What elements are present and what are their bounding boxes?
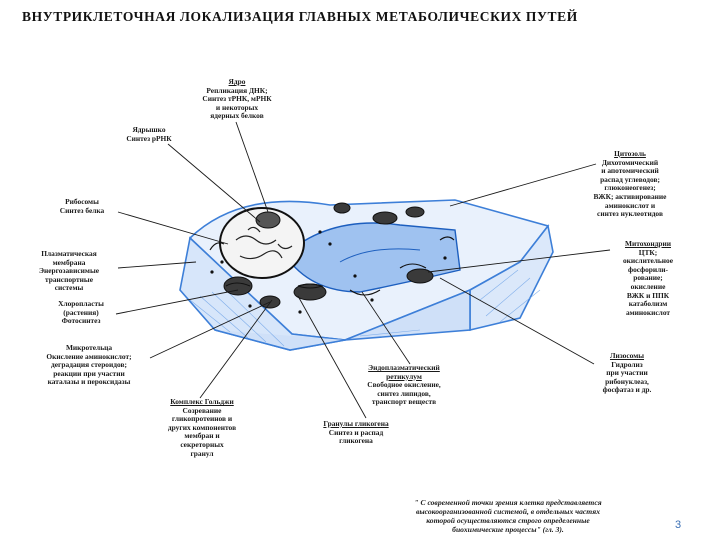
label-nucleolus: Ядрышко Синтез рРНК [112,125,186,143]
label-cytosol: Цитозоль Дихотомический и апотомический … [572,149,688,219]
organelles [223,202,434,309]
leader-microbodies [149,301,271,359]
label-golgi-line: других компонентов [167,422,237,432]
label-mitochondria-line: катаболизм [628,299,668,309]
cell-bottom-face [214,288,471,351]
chromatin [235,226,293,260]
label-golgi-title: Комплекс Гольджи [170,397,234,406]
label-cytosol-line: и апотомический [601,166,659,176]
label-chloroplasts-line: Фотосинтез [61,316,101,326]
label-chloroplasts-title: Хлоропласты [58,299,104,308]
label-nucleus-line: Синтез тРНК, мРНК [202,94,272,104]
label-golgi-line: секреторных [180,439,224,449]
label-microbodies-line: каталазы и пероксидазы [47,377,131,387]
label-cytosol-line: синтез нуклеотидов [597,209,663,219]
label-lysosomes-line: Гидролиз [611,359,643,369]
leader-glycogen [297,295,367,419]
er-fold [339,248,421,263]
label-glycogen-title: Гранулы гликогена [323,419,389,428]
label-ribosomes-line: Синтез белка [59,205,105,215]
label-nucleus-line: Репликация ДНК; [206,85,268,95]
quote-line: биохимические процессы" (гл. 3). [452,525,564,534]
label-plasma-title: Плазматическая [41,249,97,258]
label-nucleus: Ядро Репликация ДНК; Синтез тРНК, мРНК и… [182,77,292,121]
page-number: 3 [675,519,682,531]
label-lysosomes-line: фосфатаз и др. [602,385,652,395]
label-ribosomes-title: Рибосомы [65,197,99,206]
label-lysosomes-title: Лизосомы [609,351,645,360]
leader-lines [115,121,611,419]
label-er: Эндоплазматический ретикулум Свободное о… [344,363,464,407]
citation-quote: " С современной точки зрения клетка пред… [358,498,658,534]
label-lysosomes-line: рибонуклеаз, [605,376,649,386]
label-nucleolus-line: Синтез рРНК [126,133,172,143]
label-golgi-line: гликопротеинов и [171,414,233,424]
label-mitochondria-line: окислительное [622,256,674,266]
label-cytosol-title: Цитозоль [614,149,646,158]
quote-line: высокоорганизованной системой, в отдельн… [416,507,600,516]
label-plasma-line: транспортные [45,274,93,284]
leader-er [361,291,411,365]
label-nucleolus-title: Ядрышко [132,125,166,134]
label-er-line: транспорт веществ [371,397,437,407]
quote-line: " С современной точки зрения клетка пред… [414,498,602,507]
label-glycogen-line: гликогена [339,436,373,446]
label-glycogen: Гранулы гликогена Синтез и распад гликог… [304,419,408,446]
label-plasma-line: Энергозависимые [38,266,100,276]
label-cytosol-line: аминокислот и [604,200,656,210]
label-er-line: Свободное окисление, [367,380,441,390]
leader-lysosomes [439,277,595,365]
label-er-title: ретикулум [386,371,422,381]
leader-chloroplasts [115,289,239,315]
label-mitochondria-line: аминокислот [625,307,671,317]
label-nucleus-line: и некоторых [215,102,259,112]
leader-cytosol [449,163,597,207]
label-plasma-line: системы [54,283,84,293]
label-plasma-membrane: Плазматическая мембрана Энергозависимые … [20,249,118,293]
quote-line: которой осуществляются строго определенн… [426,516,590,525]
label-mitochondria-line: окисление [630,281,666,291]
label-mitochondria-title: Митохондрии [624,239,671,248]
label-lysosomes: Лизосомы Гидролиз при участии рибонуклеа… [584,351,670,395]
label-cytosol-line: глюконеогенез; [604,183,656,193]
label-mitochondria: Митохондрии ЦТК; окислительное фосфорили… [606,239,690,317]
label-chloroplasts: Хлоропласты (растения) Фотосинтез [46,299,116,326]
label-golgi-line: гранул [190,448,214,458]
label-mitochondria-line: ЦТК; [638,247,658,257]
diagram-title: ВНУТРИКЛЕТОЧНАЯ ЛОКАЛИЗАЦИЯ ГЛАВНЫХ МЕТА… [22,9,578,24]
label-microbodies-line: Окисление аминокислот; [46,351,132,361]
leader-nucleus [235,121,269,213]
nucleolus-shape [255,211,281,229]
ribosome-dots [210,230,447,314]
label-cytosol-line: ВЖК; активирование [593,191,667,201]
label-mitochondria-line: фосфорили- [627,264,669,274]
cell-hatching [189,269,541,347]
leader-mitochondria [427,249,611,273]
leader-nucleolus [167,143,261,223]
label-golgi: Комплекс Гольджи Созревание гликопротеин… [146,397,258,458]
label-ribosomes: Рибосомы Синтез белка [44,197,120,215]
label-microbodies-line: реакции при участии [53,368,125,378]
label-nucleus-title: Ядро [228,77,246,86]
leader-ribosomes [117,211,229,245]
label-er-title: Эндоплазматический [368,363,440,372]
leader-golgi [199,299,273,399]
label-microbodies-line: деградация стероидов; [51,360,127,370]
leader-plasma [117,261,197,269]
label-mitochondria-line: ВЖК и ППК [626,290,670,300]
label-microbodies: Микротельца Окисление аминокислот; дегра… [22,343,156,387]
label-nucleus-line: ядерных белков [210,111,264,121]
label-glycogen-line: Синтез и распад [328,427,384,437]
label-lysosomes-line: при участии [606,368,648,378]
label-golgi-line: мембран и [184,431,220,441]
label-golgi-line: Созревание [182,405,222,415]
label-plasma-line: мембрана [52,257,86,267]
label-mitochondria-line: рование; [633,273,663,283]
label-cytosol-line: Дихотомический [601,157,659,167]
label-microbodies-title: Микротельца [65,343,113,352]
label-chloroplasts-line: (растения) [63,307,99,317]
label-cytosol-line: распад углеводов; [600,174,660,184]
label-er-line: синтез липидов, [377,388,431,398]
